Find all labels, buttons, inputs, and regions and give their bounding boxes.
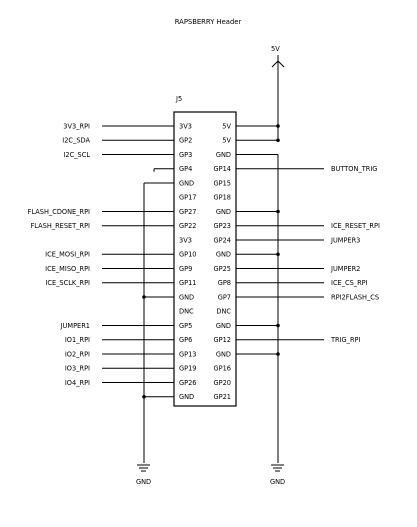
pin-label-right: 5V <box>222 122 231 130</box>
net-label-left: IO1_RPI <box>65 336 90 344</box>
pin-label-left: GP22 <box>179 222 196 230</box>
pin-label-right: GP20 <box>214 379 231 387</box>
net-label-right: ICE_CS_RPI <box>331 279 368 287</box>
pin-label-right: GND <box>216 151 231 159</box>
net-label-left: ICE_MISO_RPI <box>45 265 90 273</box>
pin-label-left: GP3 <box>179 151 192 159</box>
pin-label-left: GND <box>179 293 194 301</box>
pin-label-right: GP24 <box>214 236 231 244</box>
net-label-left: ICE_MOSI_RPI <box>45 251 90 259</box>
pin-label-right: GP8 <box>218 279 231 287</box>
pin-label-left: 3V3 <box>179 122 192 130</box>
pin-label-right: GP14 <box>214 165 231 173</box>
power-5v-label: 5V <box>271 45 280 53</box>
pin-label-left: GND <box>179 179 194 187</box>
pin-label-left: GP4 <box>179 165 192 173</box>
pin-label-right: GP16 <box>214 365 231 373</box>
pin-label-right: GP18 <box>214 194 231 202</box>
net-label-left: 3V3_RPI <box>63 122 90 130</box>
net-label-left: ICE_SCLK_RPI <box>45 279 90 287</box>
net-label-left: IO3_RPI <box>65 365 90 373</box>
pin-label-right: GP7 <box>218 293 231 301</box>
pin-label-left: GP11 <box>179 279 196 287</box>
ground-label-right: GND <box>270 478 285 486</box>
pin-label-right: GP12 <box>214 336 231 344</box>
pin-label-left: GP9 <box>179 265 192 273</box>
net-label-right: BUTTON_TRIG <box>331 165 377 173</box>
pin-label-left: 3V3 <box>179 236 192 244</box>
pin-label-left: GP13 <box>179 350 196 358</box>
junction-dot <box>276 124 280 128</box>
connector-body <box>173 111 237 407</box>
net-label-right: RPI2FLASH_CS <box>331 293 379 301</box>
pin-label-left: GP17 <box>179 194 196 202</box>
junction-dot <box>276 252 280 257</box>
junction-dot <box>276 352 280 356</box>
pin-label-right: GND <box>216 322 231 330</box>
net-label-left: IO2_RPI <box>65 350 90 358</box>
net-label-left: IO4_RPI <box>65 379 90 387</box>
connector-refdes: J5 <box>175 95 182 103</box>
pin-label-left: GP2 <box>179 137 192 145</box>
diagram-title: RAPSBERRY Header <box>175 18 242 26</box>
pin-label-left: GP10 <box>179 251 196 259</box>
pin-label-right: GP21 <box>214 393 231 401</box>
pin-label-right: GND <box>216 208 231 216</box>
pin-label-right: GP25 <box>214 265 231 273</box>
net-label-left: FLASH_CDONE_RPI <box>28 208 90 216</box>
ground-symbol-left: GND <box>136 464 151 486</box>
net-label-left: I2C_SCL <box>63 151 90 159</box>
net-label-right: TRIG_RPI <box>330 336 361 344</box>
pin-label-left: GP6 <box>179 336 192 344</box>
net-label-right: ICE_RESET_RPI <box>331 222 380 230</box>
ground-symbol-right: GND <box>270 464 285 486</box>
junction-dot <box>142 295 146 299</box>
pin-label-right: DNC <box>216 308 231 316</box>
net-label-right: JUMPER3 <box>330 236 360 244</box>
pin-label-left: GP26 <box>179 379 196 387</box>
pin-label-left: GP19 <box>179 365 196 373</box>
net-label-right: JUMPER2 <box>330 265 360 273</box>
pin-label-right: GND <box>216 251 231 259</box>
pin-label-left: GP27 <box>179 208 196 216</box>
net-label-left: JUMPER1 <box>60 322 90 330</box>
junction-dot <box>276 323 280 328</box>
pin-label-right: GND <box>216 350 231 358</box>
junction-dot <box>276 209 280 214</box>
pin-label-right: GP15 <box>214 179 231 187</box>
pin-label-left: DNC <box>179 308 194 316</box>
net-label-left: FLASH_RESET_RPI <box>31 222 91 230</box>
net-label-left: I2C_SDA <box>62 137 90 145</box>
pin-label-left: GP5 <box>179 322 192 330</box>
junction-dot <box>142 394 146 399</box>
pin-label-right: 5V <box>222 137 231 145</box>
pin-label-right: GP23 <box>214 222 231 230</box>
pin-label-left: GND <box>179 393 194 401</box>
ground-label-left: GND <box>136 478 151 486</box>
